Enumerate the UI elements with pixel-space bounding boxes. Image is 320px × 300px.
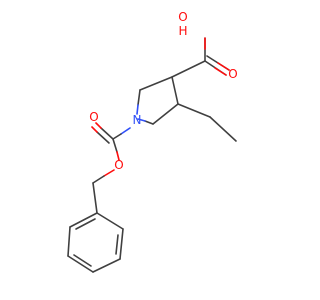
chemical-structure-diagram: O H O N O O xyxy=(67,10,238,273)
bond-benzyl-ch2-to-phenyl xyxy=(92,182,98,214)
benzene-ring xyxy=(67,212,124,273)
bond-phenyl-inner-6-1 xyxy=(75,218,96,230)
bond-carbamate-c-to-carbonyl-o-a xyxy=(100,127,114,140)
bond-ester-o-to-benzyl-ch2-o xyxy=(103,169,115,177)
bond-n-to-carbamate-c-n xyxy=(120,127,131,135)
carbamate-group xyxy=(91,122,131,214)
bond-phenyl-6-1 xyxy=(69,212,98,228)
bond-n-to-carbamate-c xyxy=(112,133,122,140)
bond-c4-to-c5 xyxy=(152,103,179,125)
ethyl-group xyxy=(177,103,237,142)
bond-carbamate-c-to-ester-o xyxy=(112,138,118,153)
carbonyl-oxygen-carbamate-label: O xyxy=(89,110,98,124)
bond-carboxyl-c-to-carbonyl-o-b-o xyxy=(217,62,230,71)
bond-phenyl-4-5 xyxy=(67,255,94,273)
bond-phenyl-5-6 xyxy=(67,226,71,257)
pyrrolidine-ring xyxy=(136,76,179,125)
bond-c5-to-n xyxy=(144,120,154,125)
ester-oxygen-label: O xyxy=(114,158,123,172)
hydroxyl-oxygen-label: O xyxy=(178,10,187,24)
bond-phenyl-inner-2-3 xyxy=(115,234,119,255)
bond-carbamate-c-to-carbonyl-o-b xyxy=(96,131,110,144)
bond-carbamate-c-to-ester-o-o xyxy=(116,151,120,161)
bond-n-to-c2-n xyxy=(136,104,139,115)
bond-phenyl-3-4 xyxy=(92,258,121,273)
bond-c3-to-c4 xyxy=(171,76,179,105)
bond-phenyl-inner-4-5 xyxy=(73,254,92,267)
bond-c4-to-ethyl-ch2 xyxy=(177,103,211,118)
bond-carbamate-c-to-carbonyl-o-b-o xyxy=(91,126,98,133)
bond-carboxyl-c-to-carbonyl-o-a-o xyxy=(214,67,227,76)
bond-phenyl-1-2 xyxy=(96,212,124,230)
bond-phenyl-2-3 xyxy=(119,228,124,260)
bond-ester-o-to-benzyl-ch2 xyxy=(92,175,105,184)
carboxylic-acid-group xyxy=(171,37,230,78)
bond-n-to-c2 xyxy=(137,89,141,106)
ring-nitrogen-label: N xyxy=(133,113,142,127)
atom-labels: O H O N O O xyxy=(89,10,237,172)
bond-carbamate-c-to-carbonyl-o-a-o xyxy=(95,122,102,129)
bond-c5-to-n-n xyxy=(137,118,146,122)
carbonyl-oxygen-acid-label: O xyxy=(228,67,237,81)
bond-c2-to-c3 xyxy=(139,76,173,91)
bond-ring-c3-to-carboxyl-c xyxy=(171,60,206,78)
hydroxyl-hydrogen-label: H xyxy=(178,24,187,38)
bond-ethyl-ch2-to-ch3 xyxy=(209,116,237,142)
